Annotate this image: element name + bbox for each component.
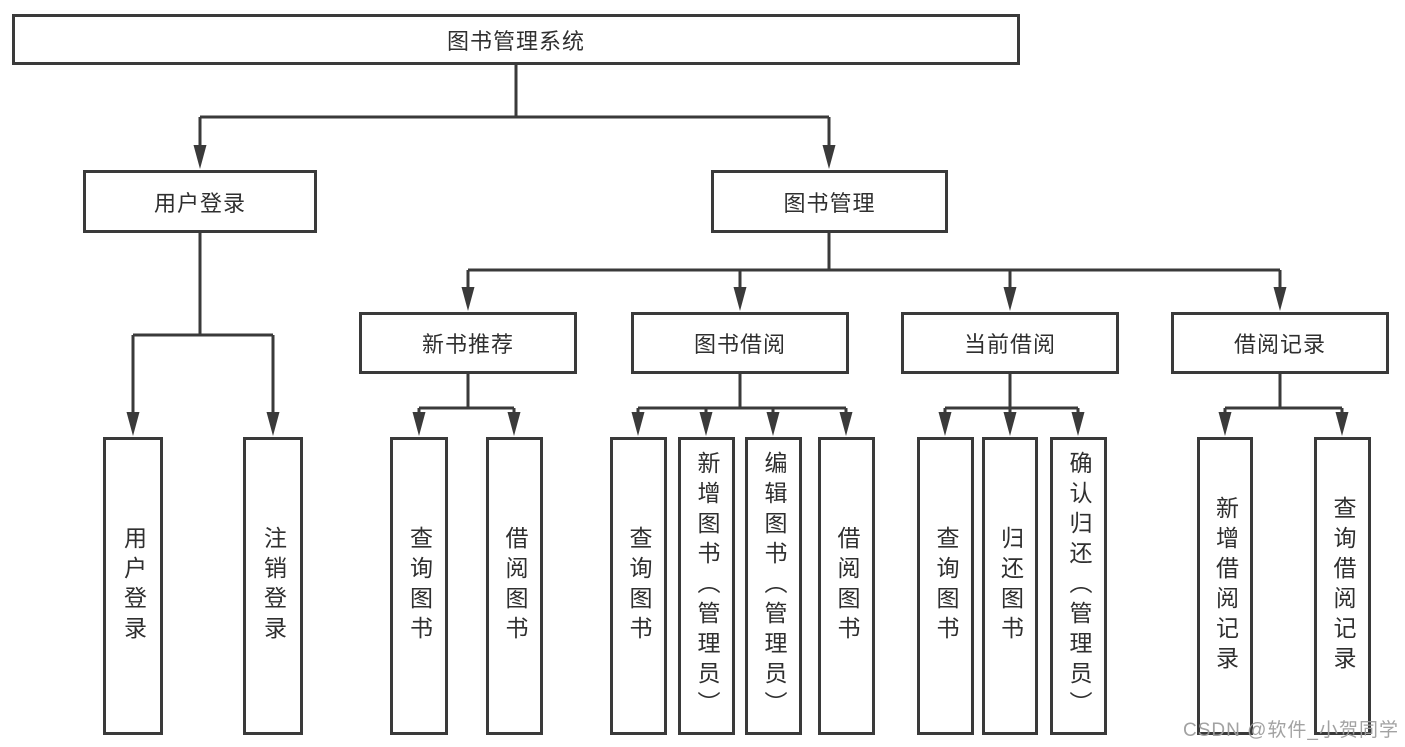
leaf-query-books-current: 查询图书 (917, 437, 974, 735)
leaf-query-books-borrowing: 查询图书 (610, 437, 667, 735)
leaf-logout: 注销登录 (243, 437, 303, 735)
leaf-edit-books-admin: 编辑图书（管理员） (745, 437, 802, 735)
leaf-return-books: 归还图书 (982, 437, 1038, 735)
arrowheads (126, 145, 1349, 436)
leaf-confirm-return-admin: 确认归还（管理员） (1050, 437, 1107, 735)
node-book-management: 图书管理 (711, 170, 948, 233)
leaf-user-login: 用户登录 (103, 437, 163, 735)
leaf-query-books-recommend: 查询图书 (390, 437, 448, 735)
node-new-book-recommend: 新书推荐 (359, 312, 577, 374)
node-current-borrowing: 当前借阅 (901, 312, 1119, 374)
leaf-query-borrow-record: 查询借阅记录 (1314, 437, 1371, 735)
leaf-add-borrow-record: 新增借阅记录 (1197, 437, 1253, 735)
leaf-add-books-admin: 新增图书（管理员） (678, 437, 735, 735)
node-book-borrowing: 图书借阅 (631, 312, 849, 374)
node-borrowing-records: 借阅记录 (1171, 312, 1389, 374)
csdn-watermark: CSDN @软件_小贺同学 (1183, 720, 1399, 741)
leaf-borrow-books-recommend: 借阅图书 (486, 437, 543, 735)
node-user-login: 用户登录 (83, 170, 317, 233)
leaf-borrow-books: 借阅图书 (818, 437, 875, 735)
node-library-system-root: 图书管理系统 (12, 14, 1020, 65)
